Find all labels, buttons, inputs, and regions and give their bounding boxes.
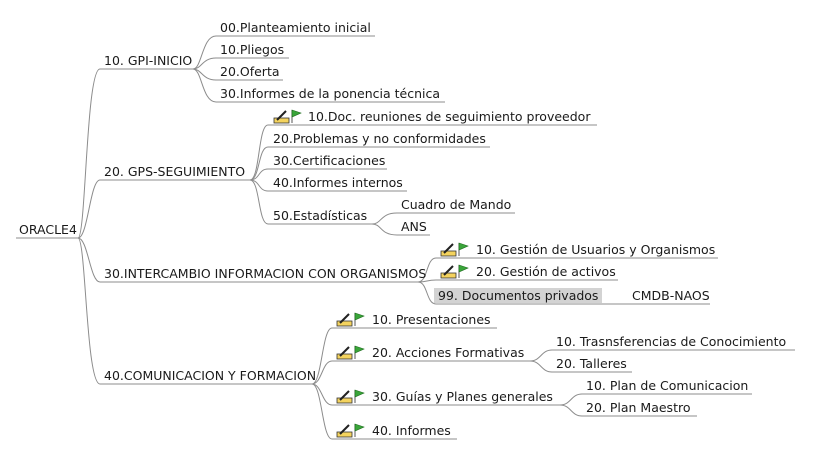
node-estadisticas[interactable]: 50.Estadísticas: [273, 208, 368, 223]
node-plan-maestro[interactable]: 20. Plan Maestro: [586, 400, 691, 415]
node-informes[interactable]: 40. Informes: [372, 423, 451, 438]
node-pliegos[interactable]: 10.Pliegos: [220, 42, 285, 57]
node-transferencias-conocimiento[interactable]: 10. Trasnsferencias de Conocimiento: [556, 334, 787, 349]
edit-flag-icon: [336, 312, 365, 327]
node-presentaciones[interactable]: 10. Presentaciones: [372, 312, 491, 327]
node-informes-ponencia[interactable]: 30.Informes de la ponencia técnica: [220, 86, 441, 101]
node-gestion-usuarios[interactable]: 10. Gestión de Usuarios y Organismos: [476, 242, 716, 257]
edit-flag-icon: [336, 423, 365, 438]
edit-flag-icon: [273, 109, 302, 124]
branch-comunicacion[interactable]: 40.COMUNICACION Y FORMACION: [104, 368, 317, 383]
node-talleres[interactable]: 20. Talleres: [556, 356, 627, 371]
edit-flag-icon: [440, 242, 469, 257]
edit-flag-icon: [336, 345, 365, 360]
node-informes-internos[interactable]: 40.Informes internos: [273, 175, 403, 190]
node-oferta[interactable]: 20.Oferta: [220, 64, 280, 79]
edit-flag-icon: [440, 264, 469, 279]
branch-gps-seguimiento[interactable]: 20. GPS-SEGUIMIENTO: [104, 164, 246, 179]
node-cuadro-de-mando[interactable]: Cuadro de Mando: [401, 197, 512, 212]
node-doc-reuniones[interactable]: 10.Doc. reuniones de seguimiento proveed…: [308, 109, 591, 124]
node-guias-planes[interactable]: 30. Guías y Planes generales: [372, 389, 553, 404]
branch-intercambio[interactable]: 30.INTERCAMBIO INFORMACION CON ORGANISMO…: [104, 266, 427, 281]
edit-flag-icon: [336, 389, 365, 404]
branch-gpi-inicio[interactable]: 10. GPI-INICIO: [104, 53, 193, 68]
node-planteamiento-inicial[interactable]: 00.Planteamiento inicial: [220, 20, 371, 35]
root-node[interactable]: ORACLE4: [19, 222, 77, 237]
node-plan-comunicacion[interactable]: 10. Plan de Comunicacion: [586, 378, 749, 393]
node-gestion-activos[interactable]: 20. Gestión de activos: [476, 264, 616, 279]
node-ans[interactable]: ANS: [401, 219, 427, 234]
node-cmdb-naos[interactable]: CMDB-NAOS: [632, 288, 710, 303]
node-problemas[interactable]: 20.Problemas y no conformidades: [273, 131, 486, 146]
node-certificaciones[interactable]: 30.Certificaciones: [273, 153, 386, 168]
node-documentos-privados[interactable]: 99. Documentos privados: [434, 288, 603, 303]
node-acciones-formativas[interactable]: 20. Acciones Formativas: [372, 345, 525, 360]
